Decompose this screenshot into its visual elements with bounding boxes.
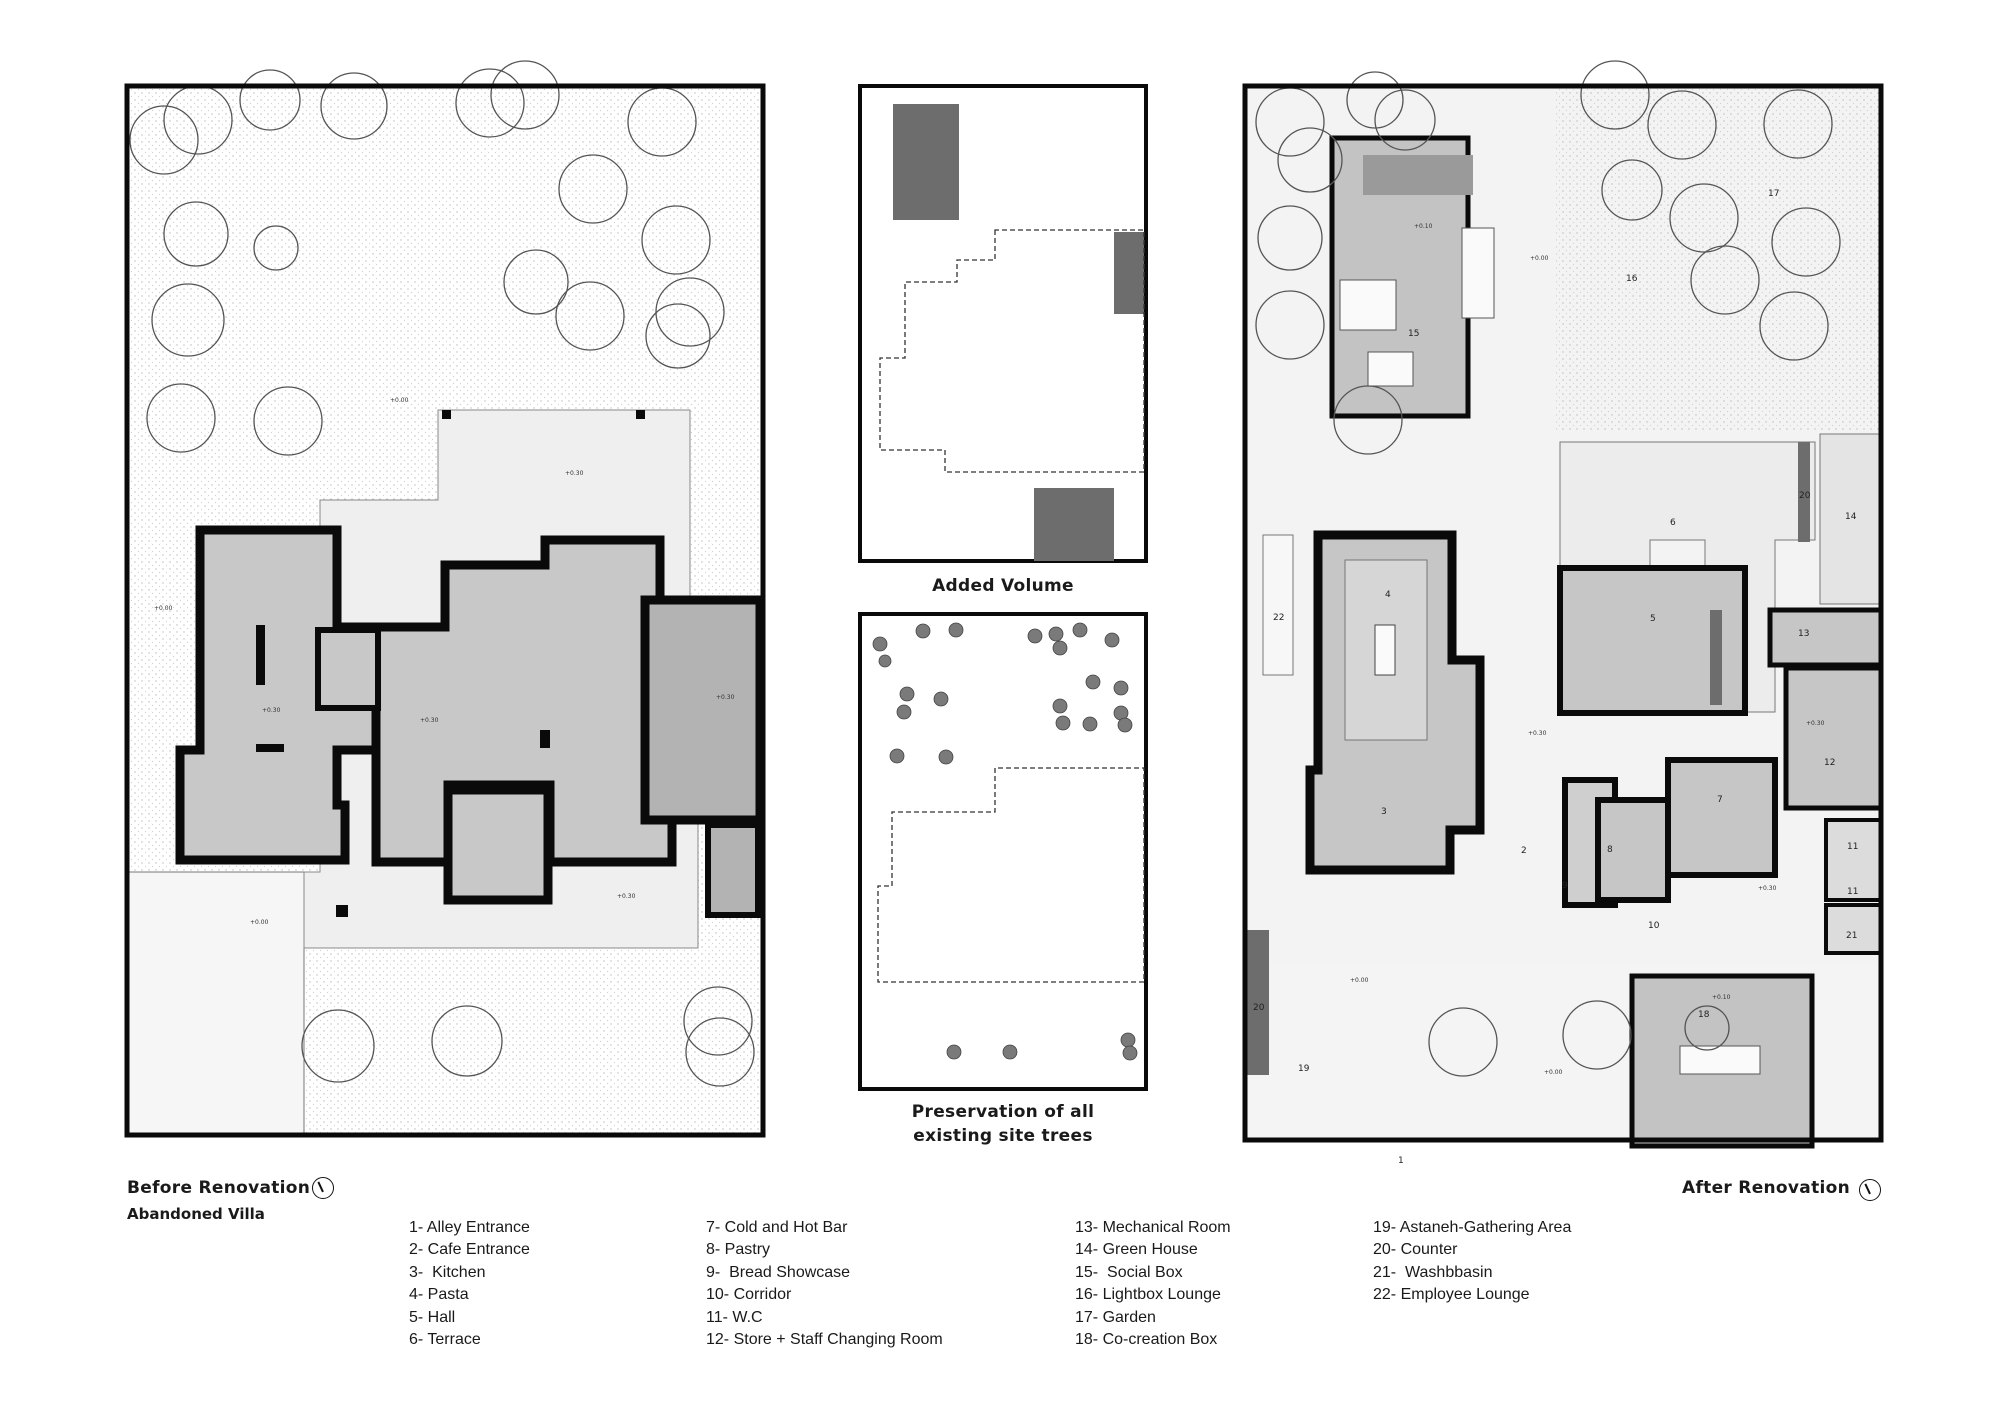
room-no-4: 4 — [1385, 590, 1391, 600]
before-plan-border — [124, 83, 766, 1138]
level-mark: +0.00 — [154, 605, 173, 612]
room-no-11b: 11 — [1847, 887, 1858, 897]
north-arrow-icon — [312, 1177, 334, 1199]
level-mark: +0.00 — [1530, 255, 1549, 262]
preservation-caption-line2: existing site trees — [913, 1126, 1093, 1146]
legend-item: 9- Bread Showcase — [706, 1263, 851, 1281]
legend-column-1: 1- Alley Entrance 2- Cafe Entrance 3- Ki… — [409, 1217, 530, 1351]
legend-column-4: 19- Astaneh-Gathering Area 20- Counter 2… — [1373, 1217, 1571, 1307]
room-no-22: 22 — [1273, 613, 1284, 623]
room-no-9: 9 — [1562, 881, 1568, 891]
legend-item: 18- Co-creation Box — [1075, 1331, 1218, 1349]
level-mark: +0.30 — [262, 707, 281, 714]
legend-item: 16- Lightbox Lounge — [1075, 1286, 1221, 1304]
room-no-7: 7 — [1717, 795, 1723, 805]
room-no-20a: 20 — [1253, 1003, 1265, 1013]
after-plan — [1245, 60, 1884, 1149]
legend-item: 10- Corridor — [706, 1286, 792, 1304]
level-mark: +0.30 — [1528, 730, 1547, 737]
level-mark: +0.30 — [716, 694, 735, 701]
legend-item: 11- W.C — [706, 1308, 763, 1326]
legend-column-3: 13- Mechanical Room 14- Green House 15- … — [1075, 1217, 1231, 1351]
room-no-17: 17 — [1768, 189, 1779, 199]
room-no-20b: 20 — [1799, 491, 1811, 501]
room-no-3: 3 — [1381, 807, 1387, 817]
legend-item: 22- Employee Lounge — [1373, 1286, 1530, 1304]
level-mark: +0.00 — [390, 397, 409, 404]
room-no-11a: 11 — [1847, 842, 1858, 852]
legend-item: 7- Cold and Hot Bar — [706, 1219, 848, 1236]
added-volume-plan — [858, 84, 1148, 563]
before-renovation-title: Before Renovation — [127, 1178, 311, 1198]
legend-item: 17- Garden — [1075, 1308, 1156, 1326]
room-no-2: 2 — [1521, 846, 1527, 856]
north-arrow-icon — [1859, 1179, 1881, 1201]
legend-item: 15- Social Box — [1075, 1263, 1183, 1281]
room-no-1: 1 — [1398, 1156, 1404, 1166]
legend-item: 14- Green House — [1075, 1241, 1198, 1259]
legend-item: 2- Cafe Entrance — [409, 1241, 530, 1259]
room-no-12: 12 — [1824, 758, 1835, 768]
room-no-6: 6 — [1670, 518, 1676, 528]
room-no-10: 10 — [1648, 921, 1660, 931]
level-mark: +0.00 — [1544, 1069, 1563, 1076]
room-no-13: 13 — [1798, 629, 1809, 639]
level-mark: +0.30 — [565, 470, 584, 477]
before-plan — [126, 60, 765, 1136]
legend-item: 5- Hall — [409, 1308, 456, 1326]
room-no-15: 15 — [1408, 329, 1419, 339]
level-mark: +0.30 — [420, 717, 439, 724]
after-plan-border — [1242, 83, 1884, 1143]
legend-item: 8- Pastry — [706, 1241, 771, 1259]
legend-item: 21- Washbbasin — [1373, 1263, 1493, 1281]
level-mark: +0.30 — [1806, 720, 1825, 727]
legend-item: 3- Kitchen — [409, 1263, 486, 1281]
legend-item: 1- Alley Entrance — [409, 1219, 530, 1236]
level-mark: +0.30 — [617, 893, 636, 900]
legend-item: 6- Terrace — [409, 1331, 481, 1349]
room-no-21: 21 — [1846, 931, 1857, 941]
legend-item: 4- Pasta — [409, 1286, 469, 1304]
room-no-19: 19 — [1298, 1064, 1310, 1074]
level-mark: +0.10 — [1414, 223, 1433, 230]
level-mark: +0.00 — [1350, 977, 1369, 984]
preservation-caption-line1: Preservation of all — [911, 1102, 1095, 1122]
before-renovation-subtitle: Abandoned Villa — [127, 1205, 265, 1223]
added-volume-caption: Added Volume — [932, 576, 1074, 596]
level-mark: +0.10 — [1712, 994, 1731, 1001]
room-no-18: 18 — [1698, 1010, 1710, 1020]
preservation-plan — [858, 612, 1148, 1091]
legend-item: 12- Store + Staff Changing Room — [706, 1331, 943, 1349]
legend-item: 13- Mechanical Room — [1075, 1219, 1231, 1236]
room-no-14: 14 — [1845, 512, 1857, 522]
level-mark: +0.00 — [250, 919, 269, 926]
room-no-5: 5 — [1650, 614, 1656, 624]
room-no-8: 8 — [1607, 845, 1613, 855]
level-mark: +0.30 — [1758, 885, 1777, 892]
room-no-16: 16 — [1626, 274, 1638, 284]
legend-item: 19- Astaneh-Gathering Area — [1373, 1219, 1572, 1236]
legend-item: 20- Counter — [1373, 1241, 1458, 1259]
legend-column-2: 7- Cold and Hot Bar 8- Pastry 9- Bread S… — [706, 1217, 943, 1351]
after-renovation-title: After Renovation — [1682, 1178, 1851, 1198]
